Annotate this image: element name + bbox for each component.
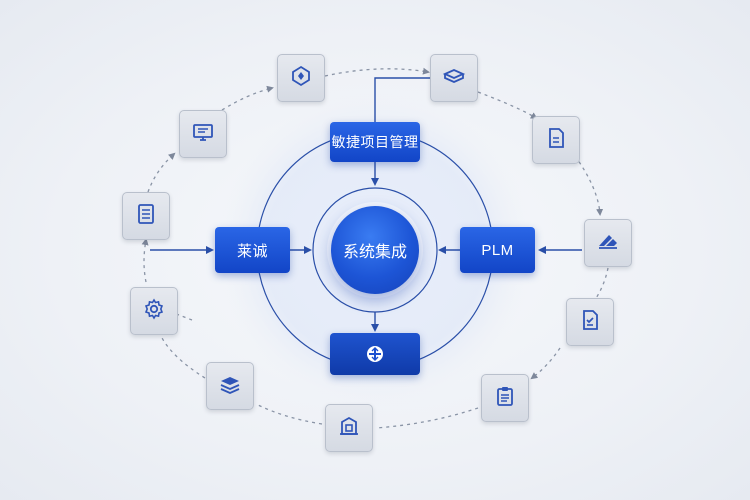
tile-building[interactable]: [325, 404, 373, 452]
database-stack-icon: [218, 372, 242, 400]
integration-hub-node[interactable]: [330, 333, 420, 375]
orbit-dash-3: [574, 155, 604, 216]
orbit-dash-8: [159, 333, 206, 379]
monitor-icon: [191, 120, 215, 148]
plm-node[interactable]: PLM: [460, 227, 535, 273]
tile-database-stack[interactable]: [206, 362, 254, 410]
clipboard-icon: [493, 384, 517, 412]
laicheng-label: 莱诚: [236, 241, 268, 260]
agile-project-management-node[interactable]: 敏捷项目管理: [330, 122, 420, 162]
orbit-dash-5: [530, 347, 561, 380]
laicheng-node[interactable]: 莱诚: [215, 227, 290, 273]
tile-layered-box[interactable]: [430, 54, 478, 102]
orbit-dash-10: [147, 152, 176, 193]
gear-icon: [142, 297, 166, 325]
system-integration-node[interactable]: 系统集成: [331, 206, 419, 294]
orbit-dash-12: [139, 299, 193, 321]
tile-monitor[interactable]: [179, 110, 227, 158]
tile-stacked-layers[interactable]: [584, 219, 632, 267]
tile-checklist-document[interactable]: [566, 298, 614, 346]
orbit-dash-2: [477, 91, 538, 120]
tile-diamond-badge[interactable]: [277, 54, 325, 102]
orbit-dash-9: [141, 238, 149, 283]
orbit-dash-1: [324, 67, 430, 77]
orbit-dash-11: [221, 85, 274, 111]
list-document-icon: [134, 202, 158, 230]
system-integration-label: 系统集成: [342, 242, 407, 261]
integration-hub-icon: [364, 343, 386, 365]
tile-clipboard[interactable]: [481, 374, 529, 422]
document-icon: [544, 126, 568, 154]
tile-gear[interactable]: [130, 287, 178, 335]
plm-label: PLM: [481, 241, 514, 259]
layered-box-icon: [442, 64, 466, 92]
tile-document[interactable]: [532, 116, 580, 164]
orbit-dash-7: [255, 403, 323, 425]
checklist-document-icon: [578, 308, 602, 336]
stacked-layers-icon: [596, 229, 620, 257]
tile-list-document[interactable]: [122, 192, 170, 240]
building-icon: [337, 414, 361, 442]
connector-tile-to-top-node: [374, 77, 430, 122]
diamond-badge-icon: [289, 64, 313, 92]
orbit-dash-6: [375, 407, 479, 429]
agile-project-management-label: 敏捷项目管理: [331, 135, 419, 151]
